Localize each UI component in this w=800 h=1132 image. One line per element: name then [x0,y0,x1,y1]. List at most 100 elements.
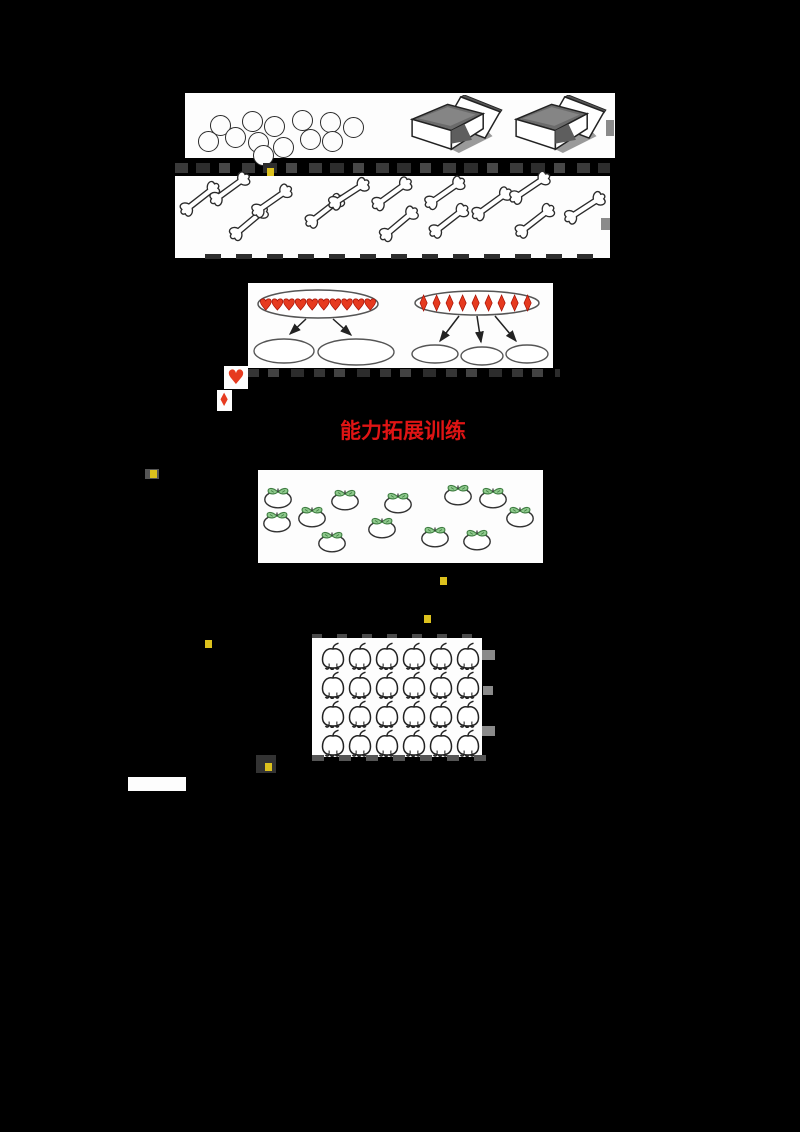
persimmon [261,483,295,509]
garlic-bulb-icon [456,671,480,699]
garlic-bulb [428,729,454,757]
bone [322,171,376,217]
garlic-bulb [320,700,346,728]
garlic-bulb-icon [429,671,453,699]
bone [373,200,425,249]
heart-icon [283,298,295,311]
garlic-bulb [401,700,427,728]
egg-circle [242,111,263,132]
garlic-bulb [320,671,346,699]
garlic-bulb-icon [429,700,453,728]
persimmon [315,527,349,553]
garlic-bulb [428,671,454,699]
diamond-icon [510,294,519,312]
garlic-bulb [455,700,481,728]
scan-noise-band [312,755,488,761]
persimmon-icon [421,526,449,548]
persimmon [476,483,510,509]
open-box-illustration [511,95,611,153]
heart-icon [260,298,272,311]
persimmon-icon [368,517,396,539]
open-box-illustration [407,95,507,153]
persimmon-panel [258,470,543,563]
bone [423,197,476,245]
persimmon [418,522,452,548]
garlic-bulb [401,642,427,670]
bone [465,180,518,227]
yellow-mark [267,168,274,176]
egg-circle [322,131,343,152]
garlic-bulb [347,642,373,670]
diamond-icon [497,294,506,312]
bone-icon [209,171,251,207]
heart-icon [318,298,330,311]
open-box-icon [513,95,607,153]
yellow-mark [265,763,272,771]
bone-icon [371,176,413,212]
persimmon-icon [506,506,534,528]
garlic-bulb [374,671,400,699]
split-arrow [332,318,353,336]
garlic-bulb [347,671,373,699]
persimmon-icon [444,484,472,506]
egg-circle [198,131,219,152]
target-oval [460,346,504,366]
diamond-icon: ♦ [218,390,231,411]
yellow-mark [150,470,157,478]
egg-circle [300,129,321,150]
garlic-bulb-icon [348,729,372,757]
persimmon-icon [384,492,412,514]
garlic-bulb-icon [402,642,426,670]
scan-noise-band [205,254,595,259]
diamond-icon [471,294,480,312]
egg-circle [320,112,341,133]
persimmon-icon [264,487,292,509]
persimmon-icon [318,531,346,553]
garlic-bulb-icon [402,700,426,728]
yellow-mark [440,577,447,585]
egg-circle [264,116,285,137]
heart-icon [271,298,284,311]
scan-blob [601,218,610,230]
bone-icon [509,170,551,205]
heart-icon: ♥ [227,366,245,389]
yellow-mark [424,615,431,623]
garlic-bulb-icon [375,700,399,728]
bone-icon [251,183,293,219]
diamond-icon [458,294,467,312]
bone [418,170,472,217]
garlic-bulb [320,642,346,670]
bone [365,170,418,217]
diamond-icon [445,294,454,312]
scan-blob [482,650,495,660]
persimmon [441,480,475,506]
persimmon-icon [298,506,326,528]
diamond-icon [484,294,493,312]
illegible-text-band [248,369,560,377]
garlic-bulb-icon [456,700,480,728]
persimmon [260,507,294,533]
heart-icon [294,298,307,311]
garlic-bulb [347,729,373,757]
split-arrow [288,318,307,336]
garlic-bulb [320,729,346,757]
diamond-legend-tile: ♦ [217,390,232,411]
diamond-icon [523,294,532,312]
open-box-icon [409,95,503,153]
garlic-bulb-icon [348,671,372,699]
heart-legend-tile: ♥ [224,366,248,389]
persimmon [365,513,399,539]
bone [509,197,562,245]
garlic-bulb [428,642,454,670]
bone-icon [327,176,370,211]
scan-blob [482,726,495,736]
garlic-grid-panel [312,638,482,757]
persimmon-icon [463,529,491,551]
persimmon-icon [479,487,507,509]
split-arrow [494,315,517,343]
garlic-bulb [374,729,400,757]
split-arrow [439,315,460,343]
bone-icon [428,202,470,239]
target-oval [253,338,315,364]
diamond-icon [432,294,441,312]
